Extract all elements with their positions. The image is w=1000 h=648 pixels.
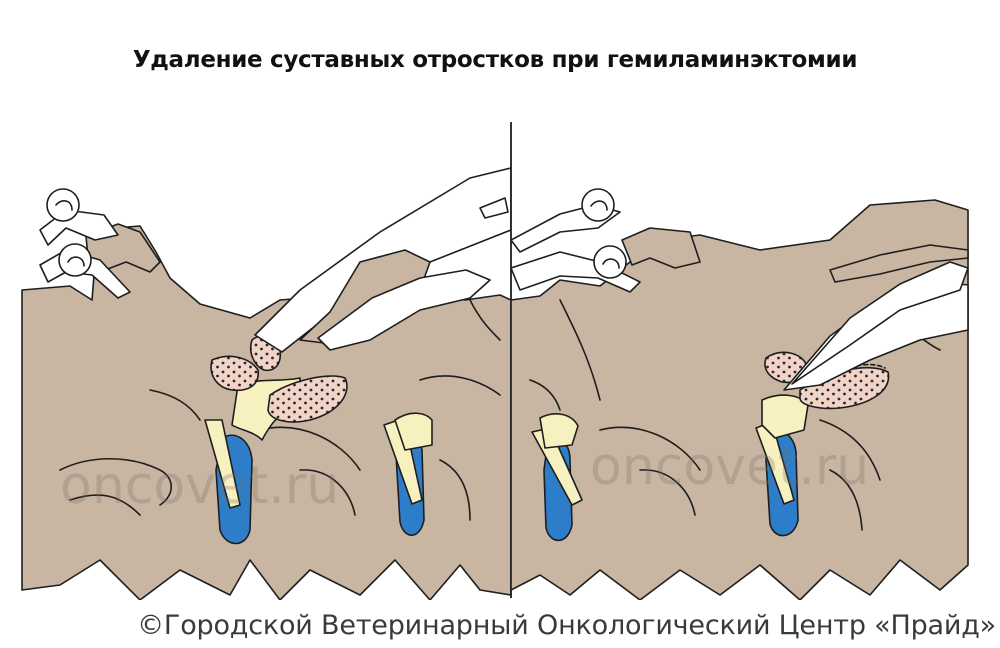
ligamentum-right-1 <box>539 413 579 449</box>
gelpi-retractor-icon <box>39 188 131 299</box>
ligamentum-left-2 <box>394 412 433 451</box>
articular-facet-left-2 <box>267 375 348 423</box>
right-panel <box>511 188 969 600</box>
gelpi-retractor-icon-right <box>511 188 641 293</box>
rongeur-icon <box>254 167 511 353</box>
left-panel <box>21 167 511 600</box>
rongeur-icon-right <box>783 244 969 391</box>
figure-title: Удаление суставных отростков при гемилам… <box>132 47 858 73</box>
articular-facet-left-1 <box>210 355 259 392</box>
copyright-text: ©Городской Ветеринарный Онкологический Ц… <box>137 610 996 641</box>
nerve-root-left-1 <box>204 419 241 509</box>
dorsal-spine-right <box>621 227 701 269</box>
